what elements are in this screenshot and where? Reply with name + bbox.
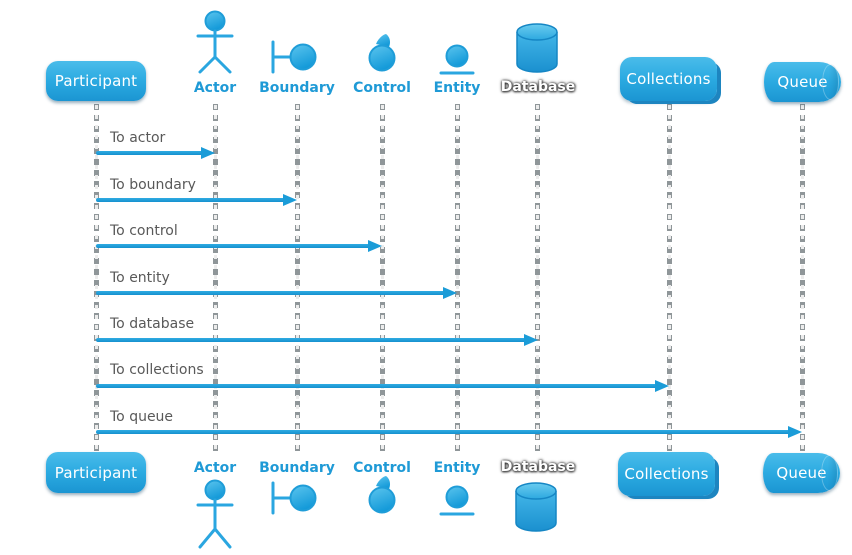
entity-icon-bottom <box>439 485 475 516</box>
queue-node-top: Queue <box>764 62 841 102</box>
message-arrow-to-collections <box>96 384 657 388</box>
control-label-bottom: Control <box>353 460 411 476</box>
message-arrow-to-actor <box>96 151 203 155</box>
message-label-to-entity: To entity <box>110 270 170 286</box>
lifeline-boundary <box>295 104 300 453</box>
message-arrow-to-entity <box>96 291 445 295</box>
collections-node-bottom: Collections <box>618 452 715 496</box>
database-icon-top <box>516 23 558 73</box>
collections-node-top: Collections <box>620 57 717 101</box>
actor-label-bottom: Actor <box>193 460 237 476</box>
entity-label-top: Entity <box>433 80 481 96</box>
actor-icon-top <box>196 10 234 74</box>
control-icon-top <box>368 34 396 72</box>
control-label-top: Control <box>353 80 411 96</box>
message-label-to-control: To control <box>110 223 178 239</box>
message-arrowhead-to-database <box>524 334 538 346</box>
message-arrowhead-to-actor <box>201 147 215 159</box>
message-arrowhead-to-boundary <box>283 194 297 206</box>
queue-node-bottom: Queue <box>763 453 840 493</box>
database-label-bottom: Database <box>500 459 576 475</box>
entity-label-bottom: Entity <box>433 460 481 476</box>
lifeline-collections <box>667 104 672 453</box>
control-icon-bottom <box>368 476 396 514</box>
message-label-to-queue: To queue <box>110 409 174 425</box>
boundary-icon-bottom <box>271 481 317 515</box>
lifeline-actor <box>213 104 218 453</box>
lifeline-database <box>535 104 540 453</box>
message-arrowhead-to-entity <box>443 287 457 299</box>
database-label-top: Database <box>500 79 576 95</box>
message-arrow-to-database <box>96 338 526 342</box>
message-label-to-collections: To collections <box>110 362 204 378</box>
actor-label-top: Actor <box>193 80 237 96</box>
message-arrowhead-to-queue <box>788 426 802 438</box>
message-arrow-to-queue <box>96 430 790 434</box>
actor-icon-bottom <box>196 479 234 549</box>
message-label-to-database: To database <box>110 316 195 332</box>
message-label-to-boundary: To boundary <box>110 177 196 193</box>
message-arrowhead-to-collections <box>655 380 669 392</box>
message-label-to-actor: To actor <box>110 130 166 146</box>
lifeline-control <box>380 104 385 453</box>
participant-node-bottom: Participant <box>46 452 146 493</box>
message-arrowhead-to-control <box>368 240 382 252</box>
boundary-icon-top <box>271 40 317 74</box>
boundary-label-top: Boundary <box>259 80 335 96</box>
entity-icon-top <box>439 44 475 75</box>
message-arrow-to-control <box>96 244 370 248</box>
lifeline-participant <box>94 104 99 453</box>
database-icon-bottom <box>515 482 557 532</box>
participant-node-top: Participant <box>46 61 146 101</box>
lifeline-queue <box>800 104 805 453</box>
message-arrow-to-boundary <box>96 198 285 202</box>
boundary-label-bottom: Boundary <box>259 460 335 476</box>
lifeline-entity <box>455 104 460 453</box>
